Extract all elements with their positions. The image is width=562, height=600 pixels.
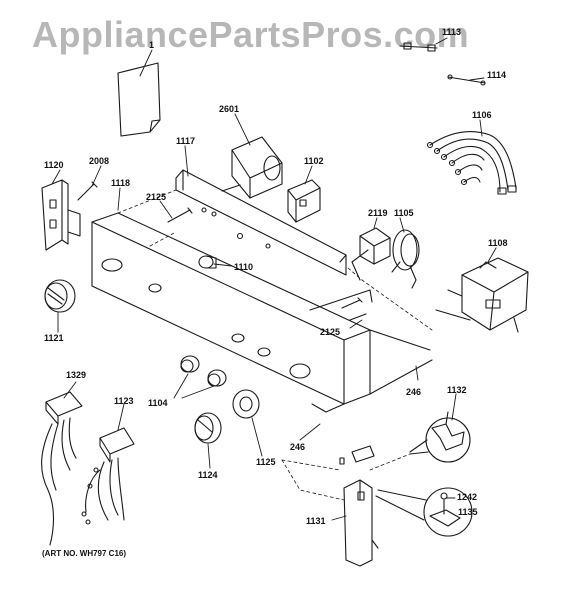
part-label-2119: 2119 <box>368 208 388 218</box>
part-label-1118: 1118 <box>111 178 131 188</box>
part-label-1121: 1121 <box>44 333 64 343</box>
wire-1114-part <box>447 74 486 86</box>
connector-1329-part <box>41 391 83 546</box>
switch-2119-part <box>351 227 391 281</box>
part-label-1120: 1120 <box>44 160 64 170</box>
part-label-1113: 1113 <box>442 27 462 37</box>
part-label-246-lower: 246 <box>290 442 306 452</box>
part-label-2125-lower: 2125 <box>320 327 341 337</box>
part-label-1131: 1131 <box>306 516 326 526</box>
screw-clip-1242-1135-part <box>375 487 473 537</box>
wire-1113-part <box>399 42 438 52</box>
part-label-246-right: 246 <box>406 387 422 397</box>
part-label-2601: 2601 <box>219 104 240 114</box>
wire-harness-1106-part <box>426 131 517 195</box>
button-1110-part <box>198 255 217 269</box>
screw-2125-lower-part <box>341 297 367 321</box>
part-label-2125-upper: 2125 <box>146 192 167 202</box>
screw-2008-part <box>77 181 98 201</box>
knob-1121-part <box>44 279 76 313</box>
bracket-1131-part <box>343 479 379 567</box>
knob-1124-part <box>194 412 222 444</box>
bracket-1117-part <box>175 169 347 276</box>
part-label-1125: 1125 <box>256 457 276 467</box>
part-label-1135: 1135 <box>458 507 478 517</box>
part-label-1108: 1108 <box>488 238 508 248</box>
pressure-switch-1105-part <box>391 229 420 289</box>
screw-2125-upper-part <box>167 207 193 223</box>
dial-1125-part <box>232 389 260 419</box>
part-label-1: 1 <box>149 40 155 50</box>
manual-document-part <box>117 62 161 137</box>
part-label-1106: 1106 <box>472 110 492 120</box>
part-label-1242: 1242 <box>457 492 478 502</box>
motor-1108-part <box>435 257 529 333</box>
art-number-note: (ART NO. WH797 C16) <box>42 549 127 558</box>
knobs-1104-part <box>180 355 227 387</box>
switch-1102-part <box>287 179 321 223</box>
part-label-1105: 1105 <box>394 208 414 218</box>
part-label-1117: 1117 <box>176 136 196 146</box>
clip-1132-part <box>339 411 471 465</box>
part-label-1329: 1329 <box>66 370 87 380</box>
part-label-1132: 1132 <box>447 385 467 395</box>
part-label-1104: 1104 <box>148 398 168 408</box>
watermark: AppliancePartsPros.com <box>32 14 470 55</box>
part-label-1124: 1124 <box>198 470 218 480</box>
connector-1123-part <box>81 427 135 525</box>
part-label-1110: 1110 <box>234 262 254 272</box>
part-label-1102: 1102 <box>304 156 324 166</box>
part-label-1123: 1123 <box>114 396 134 406</box>
timer-2601-part <box>221 136 283 199</box>
assembly-guide-lines <box>117 189 433 501</box>
side-bracket-1120-part <box>41 179 81 251</box>
leader-lines <box>51 37 497 521</box>
part-label-2008: 2008 <box>89 156 110 166</box>
part-label-1114: 1114 <box>487 70 507 80</box>
control-panel-1118-part <box>91 212 433 413</box>
